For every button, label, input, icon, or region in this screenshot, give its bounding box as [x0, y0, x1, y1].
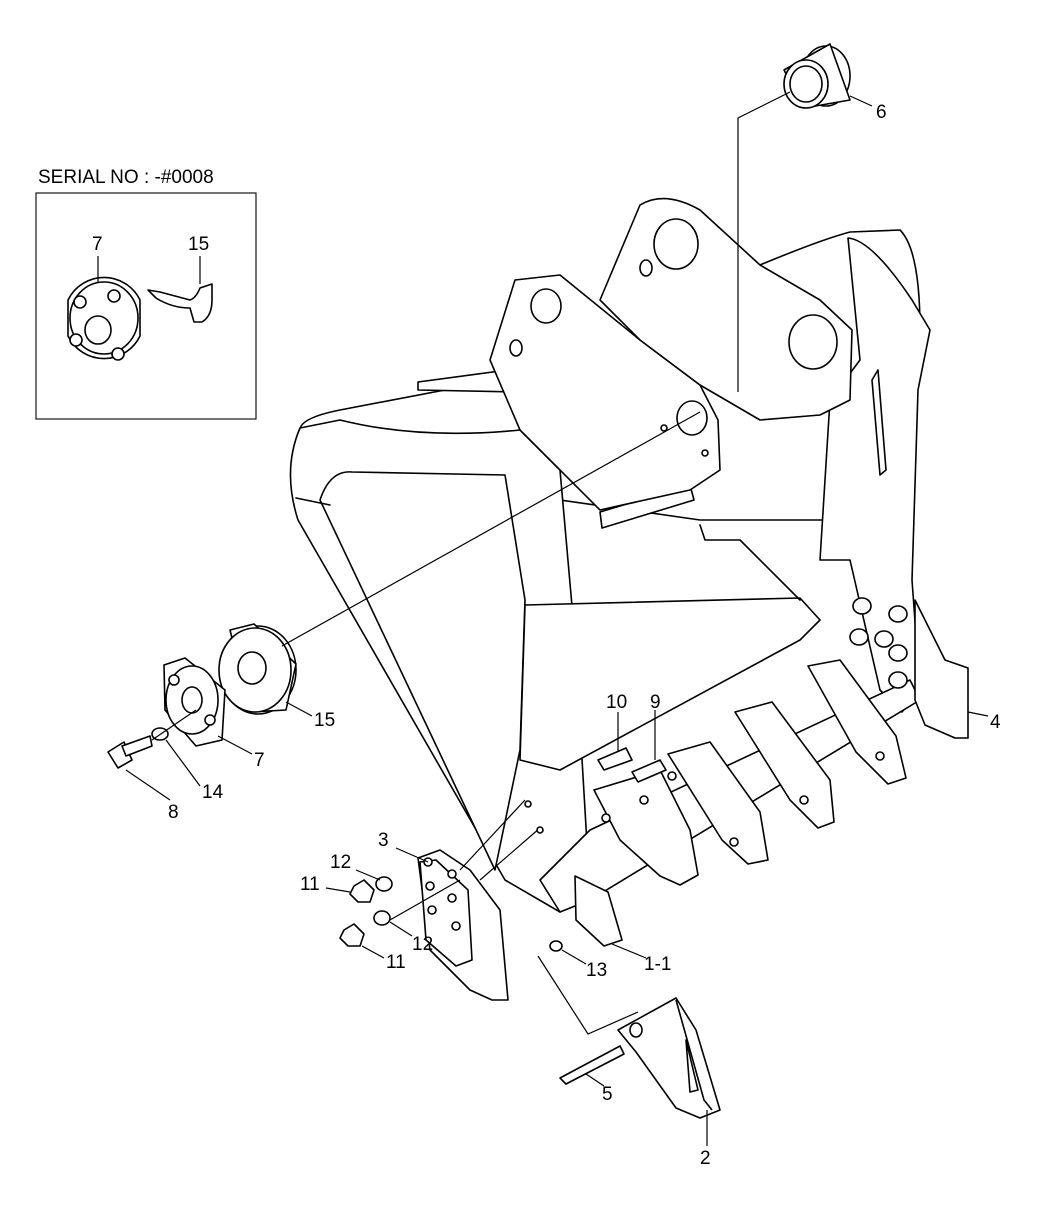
pin-5-icon	[559, 1045, 625, 1085]
callout-bolt-9: 9	[650, 692, 661, 713]
callout-nut-upper: 11	[300, 874, 320, 895]
bucket-bottom	[519, 597, 821, 771]
callout-washer-14: 14	[202, 782, 224, 803]
callout-bolt-10: 10	[606, 692, 627, 713]
callout-tooth: 1-1	[644, 954, 671, 975]
lock-washer-13-icon	[549, 940, 563, 952]
inset-callout-flange: 7	[92, 234, 103, 255]
callouts: 6 4 15 7 14 8 10 9 3 12 11 12 11 13 1-1 …	[168, 102, 1001, 1169]
bolt-9-icon	[631, 759, 667, 783]
shim-leader	[281, 411, 701, 647]
shim-icon	[218, 623, 297, 715]
left-side-inner	[319, 471, 526, 871]
bolt-8-icon	[107, 735, 153, 769]
callout-washer-upper: 12	[330, 852, 351, 873]
serial-label: SERIAL NO : -#0008	[38, 167, 214, 188]
washer-12-upper-icon	[375, 876, 393, 892]
inset-shim-icon	[147, 283, 213, 323]
callout-side-plate: 4	[990, 712, 1001, 733]
nut-11-upper-icon	[349, 879, 375, 903]
side-cutter-icon	[417, 849, 509, 1001]
callout-lock-washer: 13	[586, 960, 607, 981]
pin-leader	[537, 955, 639, 1035]
callout-shim: 15	[314, 710, 335, 731]
teeth-row	[574, 659, 907, 947]
callout-washer-lower: 12	[412, 934, 433, 955]
bolt-10-icon	[597, 747, 633, 771]
callout-pin: 5	[602, 1084, 613, 1105]
callout-flange: 7	[254, 750, 265, 771]
inset-frame	[35, 192, 257, 420]
callout-nut-lower: 11	[386, 952, 406, 973]
washer-12-lower-icon	[373, 910, 391, 926]
serial-inset: SERIAL NO : -#0008 7 15	[35, 167, 257, 420]
callout-bolt: 8	[168, 802, 179, 823]
inset-flange-icon	[67, 276, 141, 361]
bushing-icon	[783, 43, 851, 109]
flange-icon	[163, 657, 226, 747]
inset-callout-shim: 15	[188, 234, 209, 255]
side-plate-4	[914, 599, 969, 739]
right-side-plate	[819, 237, 931, 713]
callout-side-cutter: 3	[378, 830, 389, 851]
callout-bushing: 6	[876, 102, 887, 123]
pin-brackets	[489, 197, 853, 511]
boss-icon	[849, 597, 908, 689]
nut-11-lower-icon	[339, 923, 365, 947]
bushing-leader	[737, 91, 791, 392]
adapter-tooth-icon	[617, 997, 721, 1119]
callout-adapter-tooth: 2	[700, 1148, 711, 1169]
